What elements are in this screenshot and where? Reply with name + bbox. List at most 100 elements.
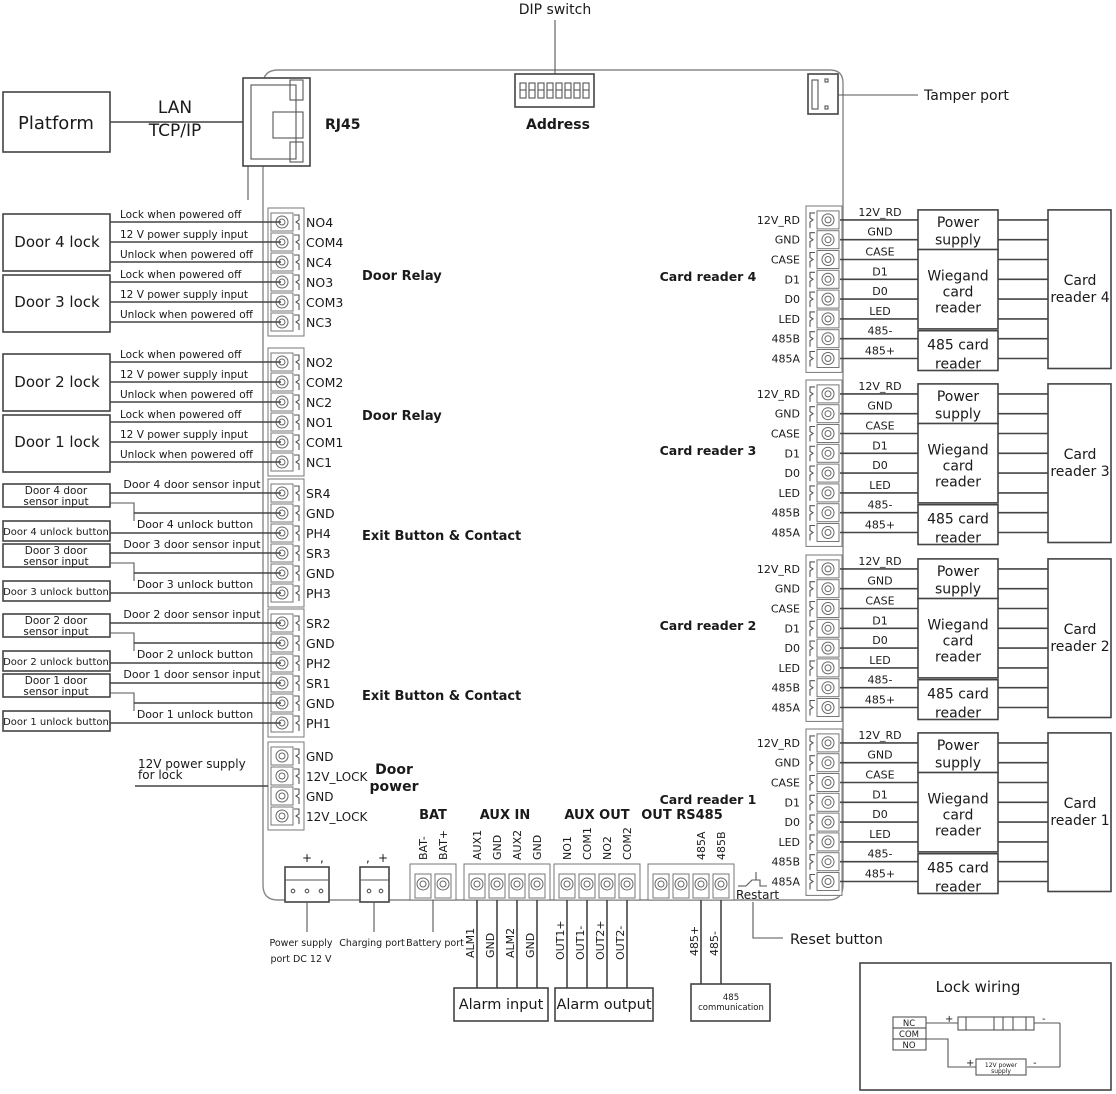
relay-wire-label: 12 V power supply input <box>120 369 248 381</box>
card-reader-section-label: Card reader 4 <box>660 269 757 284</box>
card-reader-pin-label: D0 <box>785 816 800 829</box>
relay-wire-label: 12 V power supply input <box>120 289 248 301</box>
terminal-latch <box>294 585 300 601</box>
wiegand-reader-label: reader <box>935 823 981 839</box>
power-supply-label: Power <box>937 215 980 231</box>
relay-pin-label: NC3 <box>306 315 332 330</box>
door-power-wire-label: 12V power supply <box>138 757 246 771</box>
door-sensor-box-label: Door 3 door <box>25 545 88 557</box>
screw-center-icon <box>824 779 832 786</box>
unlock-button-box-label: Door 4 unlock button <box>3 527 109 538</box>
platform-label: Platform <box>18 113 94 134</box>
wiegand-reader-label: Wiegand <box>927 268 988 284</box>
wiegand-reader-box <box>917 422 999 504</box>
bottom-group-header: BAT <box>419 808 447 823</box>
exit-pin-label: PH1 <box>306 716 331 731</box>
card-reader-wire-label: 485- <box>868 499 893 512</box>
door-lock-label: Door 1 lock <box>14 433 100 451</box>
door-power-pin-label: 12V_LOCK <box>306 810 369 824</box>
card-reader-section-label: Card reader 1 <box>660 792 757 807</box>
terminal-latch <box>809 406 815 422</box>
card-reader-device-label: Card <box>1064 622 1097 638</box>
terminal-latch <box>294 565 300 581</box>
card-reader-wire-label: 485- <box>868 325 893 338</box>
terminal-latch <box>294 675 300 691</box>
relay-wire-label: Unlock when powered off <box>120 309 254 321</box>
wiegand-reader-label: card <box>943 807 974 823</box>
reset-leader <box>752 902 783 939</box>
terminal-latch <box>294 525 300 541</box>
wiegand-reader-label: card <box>943 458 974 474</box>
exit-pin-label: GND <box>306 506 335 521</box>
card-reader-pin-label: GND <box>775 408 800 421</box>
card-reader-pin-label: LED <box>778 662 800 675</box>
terminal-latch <box>294 788 300 804</box>
power-supply-box <box>917 209 999 251</box>
terminal-latch <box>809 271 815 288</box>
power-supply-box <box>917 732 999 774</box>
card-reader-wire-label: 485+ <box>865 519 895 532</box>
rs485-reader-label: 485 card <box>927 861 989 877</box>
terminal-latch <box>809 386 815 402</box>
power-port-polarity: , <box>320 851 324 865</box>
pin-dot-icon <box>318 888 324 894</box>
screw-center-icon <box>473 880 481 888</box>
card-reader-device-label: reader 3 <box>1050 464 1109 480</box>
terminal-latch <box>809 873 815 890</box>
bottom-pin-label: BAT+ <box>437 830 450 860</box>
tamper-slot <box>811 79 819 110</box>
power-port-label: port DC 12 V <box>270 954 332 965</box>
card-reader-wire-label: LED <box>869 479 891 492</box>
screw-center-icon <box>824 818 832 826</box>
common-ground-wire <box>110 692 135 711</box>
bottom-pin-label: 485A <box>695 831 708 860</box>
terminal-latch <box>294 294 300 310</box>
relay-pin-label: COM3 <box>306 295 343 310</box>
terminal-latch <box>294 505 300 521</box>
card-reader-pin-label: 485A <box>771 527 800 540</box>
lock-wiring-pin-label: NO <box>902 1041 915 1051</box>
card-reader-wire-label: CASE <box>865 595 894 608</box>
card-reader-pin-label: 12V_RD <box>757 563 800 576</box>
rs485-reader-box <box>917 329 999 372</box>
power-supply-label: Power <box>937 389 980 405</box>
card-reader-wire-label: CASE <box>865 769 894 782</box>
screw-center-icon <box>278 792 286 800</box>
rs485-reader-label: 485 card <box>927 338 989 354</box>
door-lock-box <box>2 414 111 473</box>
screw-center-icon <box>824 430 832 437</box>
relay-wire-label: 12 V power supply input <box>120 229 248 241</box>
card-reader-device-label: Card <box>1064 447 1097 463</box>
card-reader-wire-label: CASE <box>865 420 894 433</box>
power-supply-label: supply <box>935 233 981 249</box>
screw-center-icon <box>824 585 832 593</box>
relay-pin-label: COM1 <box>306 435 343 450</box>
screw-center-icon <box>533 880 541 888</box>
card-reader-wire-label: 485+ <box>865 868 895 881</box>
door-sensor-box-label: sensor input <box>23 626 88 638</box>
terminal-latch <box>809 794 815 811</box>
power-supply-port-icon <box>284 866 330 903</box>
screw-center-icon <box>493 880 501 888</box>
card-reader-pin-label: 485B <box>771 333 800 346</box>
card-reader-device-label: Card <box>1064 273 1097 289</box>
screw-center-icon <box>824 878 832 885</box>
card-reader-wire-label: 12V_RD <box>858 729 901 742</box>
power-port-polarity: + <box>302 851 312 865</box>
pin-dot-icon <box>378 888 384 894</box>
terminal-latch <box>294 748 300 764</box>
rj45-led <box>289 79 304 101</box>
card-reader-pin-label: D1 <box>785 447 800 460</box>
terminal-latch <box>809 581 815 597</box>
battery-port-label: Battery port <box>406 938 464 949</box>
door-lock-box <box>2 213 111 272</box>
terminal-latch <box>809 680 815 696</box>
alarm-output-wire-label: OUT2+ <box>594 920 607 960</box>
card-reader-wire-label: LED <box>869 828 891 841</box>
card-reader-pin-label: 12V_RD <box>757 737 800 750</box>
terminal-latch <box>809 485 815 501</box>
terminal-latch <box>809 854 815 870</box>
alarm-input-wire-label: GND <box>524 933 537 958</box>
card-reader-section-label: Card reader 2 <box>660 618 757 633</box>
relay-pin-label: NO3 <box>306 275 333 290</box>
